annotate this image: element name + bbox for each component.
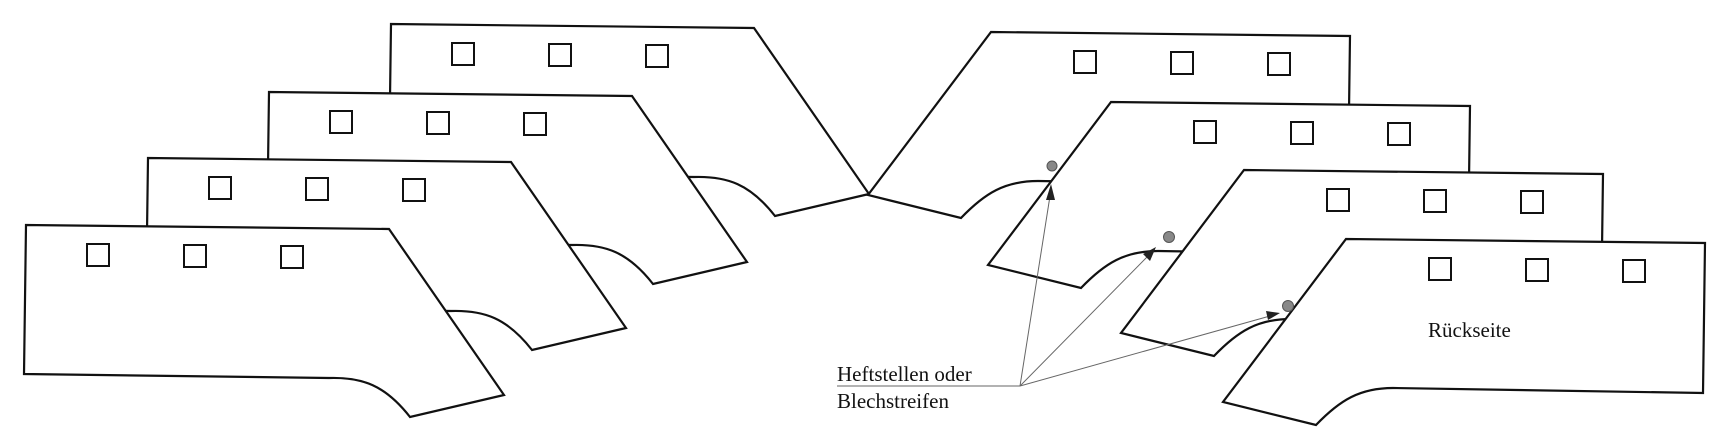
back-side-label: Rückseite [1428,318,1511,342]
tack-weld-3 [1282,300,1294,312]
tack-weld-2 [1163,231,1175,243]
annotation-label-line1: Heftstellen oder [837,362,972,386]
annotation-leaders [837,184,1280,387]
leader-arrow-1 [1019,195,1051,387]
arrowhead-2 [1143,247,1156,261]
leader-arrow-3 [1019,315,1271,387]
tack-weld-1 [1046,160,1058,172]
arrowhead-3 [1266,311,1280,320]
annotation-label-line2: Blechstreifen [837,389,949,413]
leader-arrow-2 [1019,255,1149,387]
arrowhead-1 [1046,184,1055,200]
